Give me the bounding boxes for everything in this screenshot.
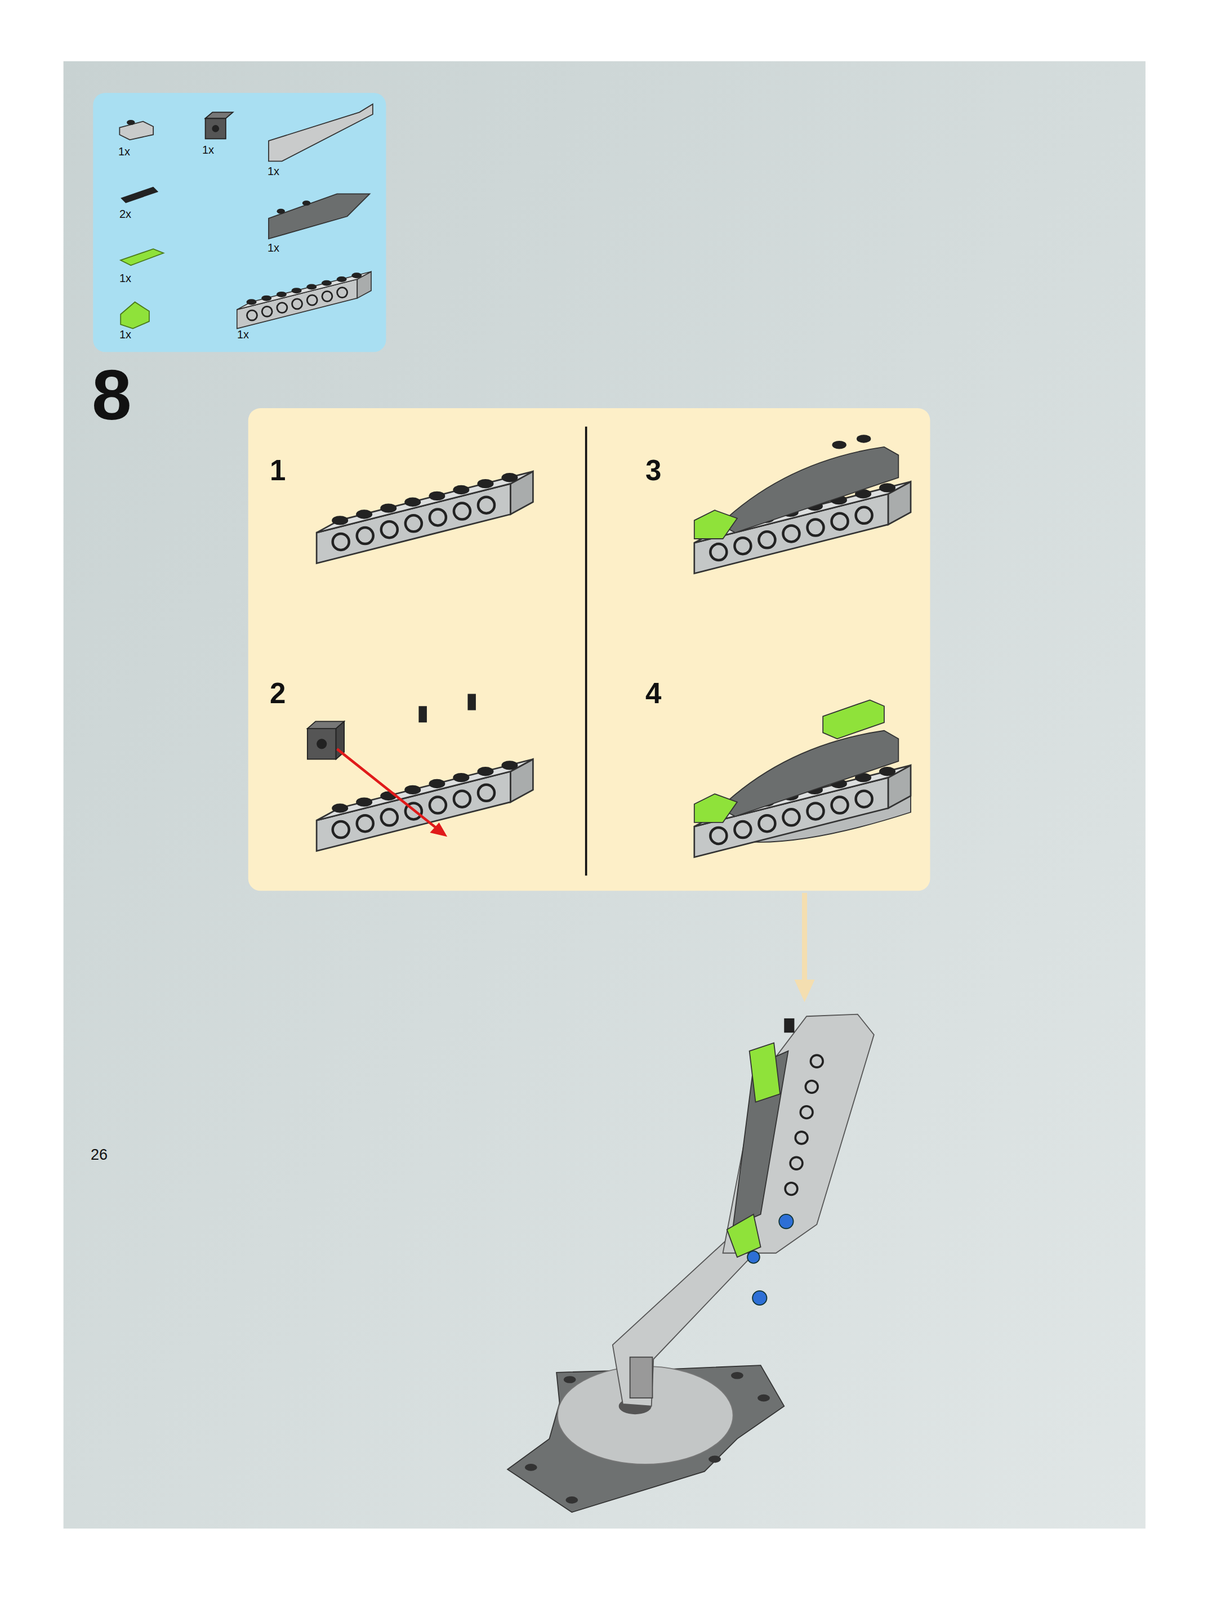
quantity-label: 1x	[119, 272, 132, 284]
step-number: 8	[91, 359, 132, 431]
quantity-label: 1x	[202, 144, 215, 156]
quantity-label: 1x	[119, 328, 132, 341]
substep-number: 4	[645, 679, 662, 708]
substep-number: 1	[269, 456, 286, 485]
quantity-label: 1x	[267, 242, 280, 254]
substep-number: 3	[645, 456, 662, 485]
quantity-label: 2x	[119, 208, 132, 220]
quantity-label: 1x	[267, 165, 280, 177]
page-number: 26	[90, 1147, 108, 1164]
quantity-label: 1x	[118, 145, 131, 158]
substep-number: 2	[269, 679, 286, 708]
quantity-label: 1x	[237, 328, 249, 341]
